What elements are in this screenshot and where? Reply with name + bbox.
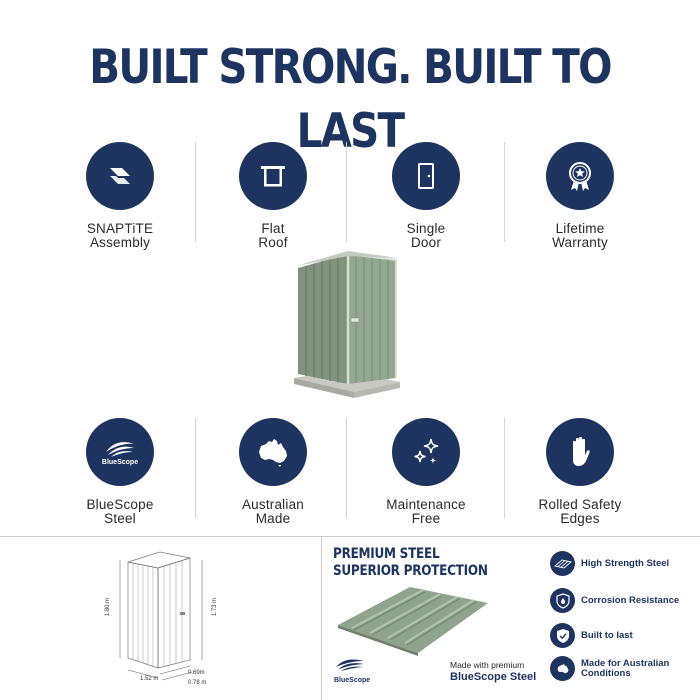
spec-line1: Built to last [581, 629, 633, 641]
dim-height-back: 1.80 m [105, 597, 112, 617]
feature-line1: BlueScope [86, 497, 154, 512]
divider [195, 142, 196, 242]
feature-line2: Made [255, 511, 291, 526]
dim-depth-bottom: 0.78 m [188, 680, 207, 686]
feature-line1: Flat [261, 221, 285, 236]
divider [504, 142, 505, 242]
feature-line2: Edges [560, 511, 600, 526]
shield-check-icon [550, 623, 575, 648]
feature-snaptite: SNAPTiTE Assembly [45, 142, 195, 250]
shed-product-image [288, 250, 408, 405]
spec-corrosion-resistance: Corrosion Resistance [550, 588, 679, 613]
australia-map-icon [239, 418, 307, 486]
feature-bluescope-steel: BlueScope BlueScope Steel [45, 418, 195, 526]
steel-sheet-icon [550, 551, 575, 576]
feature-line2: Free [411, 511, 441, 526]
panel-divider [321, 537, 322, 700]
feature-line1: Rolled Safety [538, 497, 622, 512]
feature-lifetime-warranty: Lifetime Warranty [505, 142, 655, 250]
feature-line2: Steel [104, 511, 136, 526]
feature-rolled-safety-edges: Rolled Safety Edges [505, 418, 655, 526]
spec-made-for-australian-conditions: Made for Australian Conditions [550, 656, 669, 681]
bottom-info-panel [0, 536, 700, 700]
spec-line1: Made for Australian [581, 657, 670, 669]
bluescope-logo: BlueScope [334, 657, 370, 684]
dim-depth-top: 0.69m [188, 670, 205, 676]
premium-line2: SUPERIOR PROTECTION [333, 563, 488, 579]
snaptite-logo-icon [86, 142, 154, 210]
feature-line2: Roof [258, 235, 288, 250]
feature-line2: Warranty [552, 235, 608, 250]
spec-high-strength-steel: High Strength Steel [550, 551, 669, 576]
spec-line1: High Strength Steel [581, 557, 670, 569]
premium-line1: PREMIUM STEEL [333, 546, 440, 562]
divider [504, 418, 505, 518]
made-with-text: Made with premium [450, 660, 525, 670]
feature-line1: Single [406, 221, 446, 236]
sparkle-icon [392, 418, 460, 486]
divider [346, 142, 347, 242]
feature-line2: Door [410, 235, 442, 250]
dim-height-front: 1.73 m [212, 597, 219, 617]
divider [195, 418, 196, 518]
spec-line2: Conditions [581, 667, 631, 679]
feature-line1: SNAPTiTE [86, 221, 154, 236]
feature-line1: Lifetime [555, 221, 605, 236]
bluescope-logo-text: BlueScope [334, 677, 371, 684]
made-with-brand: BlueScope Steel [450, 671, 537, 683]
australia-map-icon [550, 656, 575, 681]
feature-single-door: Single Door [351, 142, 501, 250]
premium-title: PREMIUM STEEL SUPERIOR PROTECTION [333, 546, 488, 580]
feature-flat-roof: Flat Roof [198, 142, 348, 250]
shield-drop-icon [550, 588, 575, 613]
divider [346, 418, 347, 518]
bluescope-logo-icon: BlueScope [86, 418, 154, 486]
door-icon [392, 142, 460, 210]
dimension-diagram [100, 548, 250, 693]
warranty-badge-icon [546, 142, 614, 210]
steel-sheet-image [330, 585, 495, 665]
feature-line1: Maintenance [386, 497, 466, 512]
feature-line1: Australian [241, 497, 305, 512]
flat-roof-icon [239, 142, 307, 210]
feature-line2: Assembly [89, 235, 151, 250]
feature-maintenance-free: Maintenance Free [351, 418, 501, 526]
dim-width: 1.52 m [140, 676, 159, 682]
hand-icon [546, 418, 614, 486]
spec-built-to-last: Built to last [550, 623, 633, 648]
feature-australian-made: Australian Made [198, 418, 348, 526]
bluescope-logo-text: BlueScope [101, 459, 139, 466]
page-headline: BUILT STRONG. BUILT TO LAST [89, 40, 612, 159]
spec-line1: Corrosion Resistance [581, 594, 680, 606]
